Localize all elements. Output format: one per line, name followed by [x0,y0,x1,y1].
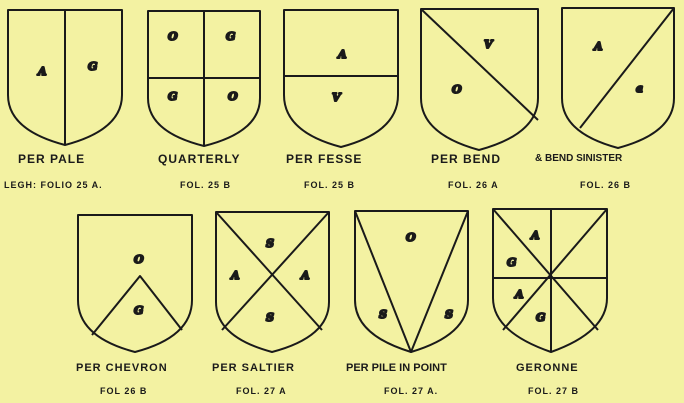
shield-name-label: GERONNE [516,362,579,374]
tincture-label: V [484,38,494,51]
folio-reference: FOL. 26 A [448,180,499,190]
shield-per-fesse: A V [284,10,398,147]
tincture-label: G [507,256,516,269]
folio-reference: FOL. 27 B [528,386,579,396]
tincture-label: O [406,231,416,244]
tincture-label: S [266,237,274,250]
shield-name-label: PER PILE IN POINT [346,362,447,374]
folio-reference: FOL. 25 B [304,180,355,190]
folio-reference: FOL. 27 A [236,386,287,396]
folio-reference: FOL. 25 B [180,180,231,190]
tincture-label: S [266,311,274,324]
shield-per-pile-in-point: O S S [355,211,468,352]
tincture-label: O [228,90,238,103]
tincture-label: A [530,229,540,242]
shield-per-saltier: S A A S [216,212,329,352]
tincture-label: A [514,288,524,301]
tincture-label: G [134,304,143,317]
shield-name-label: PER SALTIER [212,362,295,374]
folio-reference: FOL 26 B [100,386,147,396]
shield-name-label: PER CHEVRON [76,362,168,374]
tincture-label: V [332,91,342,104]
shield-name-label: PER PALE [18,152,85,166]
tincture-label: A [37,65,47,78]
tincture-label: a [636,82,643,95]
tincture-label: G [168,90,177,103]
tincture-label: G [226,30,235,43]
shield-name-label: PER BEND [431,152,501,166]
folio-reference: FOL. 26 B [580,180,631,190]
tincture-label: A [337,48,347,61]
shield-quarterly: O G G O [148,11,260,146]
shield-per-pale: A G [8,10,122,145]
tincture-label: S [445,308,453,321]
shield-per-bend: V O [421,9,538,150]
tincture-label: S [379,308,387,321]
shield-geronne: A G A G [493,209,607,352]
tincture-label: A [300,269,310,282]
folio-reference: LEGH: FOLIO 25 A. [4,180,103,190]
tincture-label: G [88,60,97,73]
shield-bend-sinister: A a [562,8,674,148]
tincture-label: O [452,83,462,96]
folio-reference: FOL. 27 A. [384,386,438,396]
tincture-label: A [593,40,603,53]
tincture-label: A [230,269,240,282]
shield-name-label: QUARTERLY [158,152,241,166]
tincture-label: O [168,30,178,43]
shield-name-label: PER FESSE [286,152,362,166]
tincture-label: G [536,311,545,324]
shield-name-label: & BEND SINISTER [535,153,622,164]
tincture-label: O [134,253,144,266]
shield-per-chevron: O G [78,215,192,352]
